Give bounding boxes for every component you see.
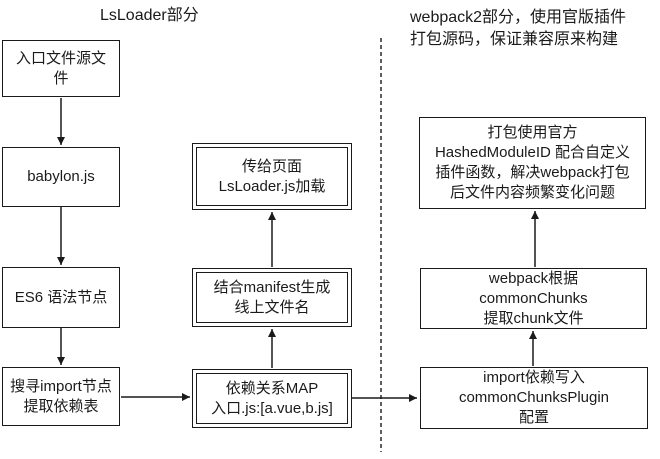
node-line: 提取chunk文件 — [483, 309, 584, 327]
node-search-import: 搜寻import节点 提取依赖表 — [2, 367, 120, 426]
node-line: webpack根据 — [488, 269, 579, 287]
node-line: 结合manifest生成 — [213, 278, 331, 296]
node-babylon-js: babylon.js — [2, 147, 120, 207]
node-webpack-commonchunks: webpack根据 commonChunks 提取chunk文件 — [420, 268, 647, 329]
node-line: 传给页面 — [241, 157, 302, 175]
node-line: 插件函数，解决webpack打包 — [435, 164, 630, 181]
node-import-plugin-config: import依赖写入 commonChunksPlugin 配置 — [420, 367, 648, 429]
node-line: 后文件内容频繁变化问题 — [449, 184, 615, 201]
left-section-title: LsLoader部分 — [100, 7, 199, 24]
node-line: LsLoader.js加载 — [218, 177, 326, 195]
node-pass-to-page: 传给页面 LsLoader.js加载 — [192, 143, 352, 210]
node-line: 件 — [53, 69, 69, 87]
node-line: 线上文件名 — [234, 298, 310, 316]
right-section-title-line1: webpack2部分，使用官版插件 — [410, 9, 627, 26]
node-line: import依赖写入 — [483, 369, 585, 386]
node-line: 依赖关系MAP — [225, 379, 319, 397]
right-section-title: webpack2部分，使用官版插件 打包源码，保证兼容原来构建 — [410, 7, 626, 51]
node-line: 入口.js:[a.vue,b.js] — [211, 399, 333, 417]
node-dependency-map: 依赖关系MAP 入口.js:[a.vue,b.js] — [192, 369, 352, 428]
right-section-title-line2: 打包源码，保证兼容原来构建 — [410, 31, 619, 48]
node-line: 搜寻import节点 — [10, 377, 112, 395]
node-line: 配置 — [518, 409, 549, 426]
node-line: HashedModuleID 配合自定义 — [434, 144, 631, 161]
node-es6-syntax: ES6 语法节点 — [2, 267, 120, 328]
node-manifest-filename: 结合manifest生成 线上文件名 — [192, 268, 352, 327]
node-entry-source-file: 入口文件源文 件 — [2, 40, 120, 97]
node-line: commonChunks — [479, 289, 588, 307]
node-line: 打包使用官方 — [487, 124, 578, 141]
node-line: 入口文件源文 — [15, 49, 106, 67]
node-line: babylon.js — [27, 168, 95, 185]
node-line: ES6 语法节点 — [14, 288, 108, 306]
node-line: commonChunksPlugin — [458, 389, 610, 406]
node-hashed-module-id: 打包使用官方 HashedModuleID 配合自定义 插件函数，解决webpa… — [419, 117, 646, 209]
node-line: 提取依赖表 — [23, 397, 99, 415]
